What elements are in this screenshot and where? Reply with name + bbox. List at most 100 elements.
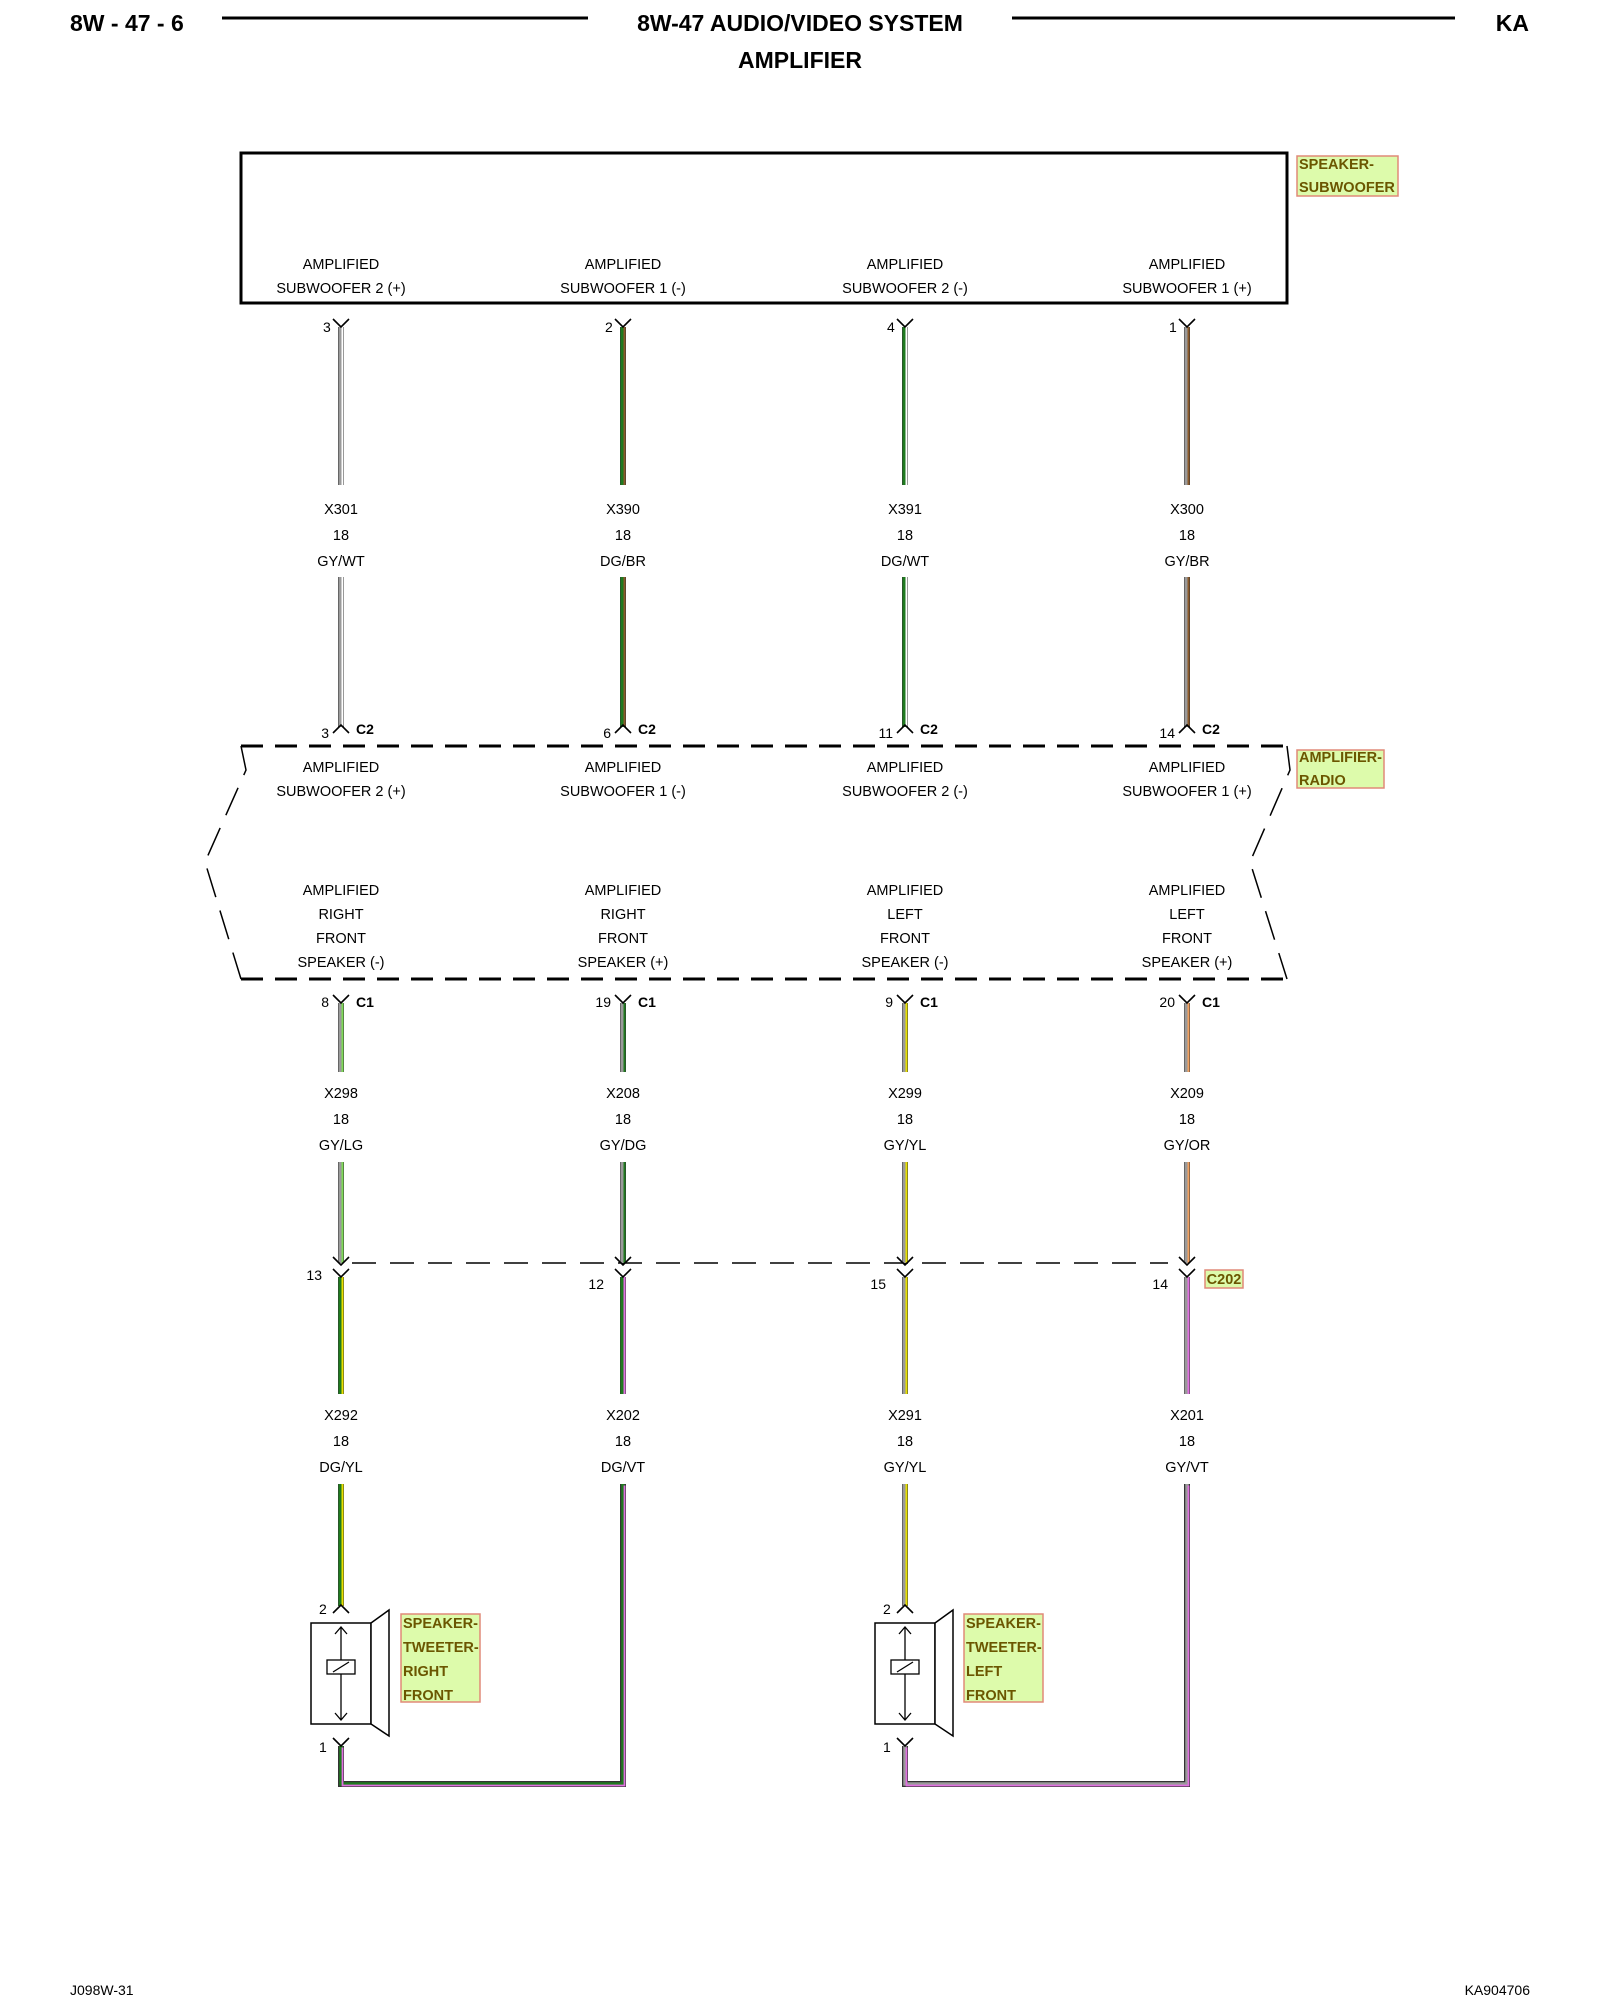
c202-terminal-a-3	[1178, 1256, 1196, 1267]
mid-wire-1-circuit: X208	[606, 1086, 640, 1102]
tweeter-left-tag-line2: TWEETER-	[966, 1640, 1042, 1656]
amp-c2-pin-1: 6	[603, 725, 611, 741]
subwoofer-label-1-line1: AMPLIFIED	[585, 257, 662, 273]
c202-terminal-b-2	[896, 1268, 914, 1279]
amp-bottom-label-1-line4: SPEAKER (+)	[578, 955, 669, 971]
tweeter-left-cone	[934, 1608, 954, 1738]
upper-wire-1-color: DG/BR	[600, 554, 646, 570]
lower-wire-0-circuit: X292	[324, 1408, 358, 1424]
tweeter-right-tag-line4: FRONT	[403, 1688, 453, 1704]
lower-wire-2-gauge: 18	[897, 1434, 913, 1450]
amp-c1-terminal-2	[896, 994, 914, 1005]
upper-wire-3-color: GY/BR	[1164, 554, 1209, 570]
amp-bottom-label-0-line4: SPEAKER (-)	[297, 955, 384, 971]
subwoofer-terminal-1	[614, 318, 632, 329]
subwoofer-pin-3: 1	[1169, 319, 1177, 335]
upper-wire-0-circuit: X301	[324, 502, 358, 518]
mid-wire-2-gauge: 18	[897, 1112, 913, 1128]
subwoofer-pin-0: 3	[323, 319, 331, 335]
amp-bottom-label-0-line3: FRONT	[316, 931, 366, 947]
tweeter-right-pin2-label: 2	[319, 1601, 327, 1617]
c202-terminal-a-2	[896, 1256, 914, 1267]
lower-wire-3-b-base	[903, 1484, 1189, 1786]
lower-wire-3-circuit: X201	[1170, 1408, 1204, 1424]
amp-c2-connector-1: C2	[638, 721, 656, 737]
mid-wire-0-color: GY/LG	[319, 1138, 363, 1154]
tweeter-right-tag: SPEAKER- TWEETER- RIGHT FRONT	[400, 1613, 481, 1704]
page-header: 8W - 47 - 6 8W-47 AUDIO/VIDEO SYSTEM KA …	[70, 10, 1529, 73]
amp-bottom-label-2-line2: LEFT	[887, 907, 923, 923]
footer-right-code: KA904706	[1465, 1982, 1531, 1998]
amp-top-label-1-line2: SUBWOOFER 1 (-)	[560, 784, 686, 800]
amp-c2-pin-2: 11	[878, 725, 893, 741]
lower-wire-1-gauge: 18	[615, 1434, 631, 1450]
subwoofer-label-3-line2: SUBWOOFER 1 (+)	[1122, 281, 1251, 297]
c202-terminal-a-0	[332, 1256, 350, 1267]
c202-terminal-a-1	[614, 1256, 632, 1267]
upper-wire-1-gauge: 18	[615, 528, 631, 544]
amp-c2-terminal-3	[1178, 723, 1196, 734]
amp-c2-connector-3: C2	[1202, 721, 1220, 737]
amp-bottom-label-1-line3: FRONT	[598, 931, 648, 947]
subwoofer-box	[239, 151, 1289, 305]
subwoofer-label-0-line2: SUBWOOFER 2 (+)	[276, 281, 405, 297]
upper-wire-2-gauge: 18	[897, 528, 913, 544]
amplifier-right-edge	[1249, 745, 1291, 980]
lower-wire-1-color: DG/VT	[601, 1460, 645, 1476]
amplifier-outline	[241, 744, 1287, 981]
amp-bottom-label-1-line1: AMPLIFIED	[585, 883, 662, 899]
subwoofer-terminal-0	[332, 318, 350, 329]
amplifier-left-edge	[204, 745, 247, 980]
mid-wire-1-gauge: 18	[615, 1112, 631, 1128]
subwoofer-pin-2: 4	[887, 319, 895, 335]
tweeter-left-arrow-bottom	[898, 1712, 912, 1721]
tweeter-left-pin1-terminal	[896, 1737, 914, 1748]
subwoofer-tag: SPEAKER- SUBWOOFER	[1296, 155, 1399, 197]
amp-bottom-label-3-line1: AMPLIFIED	[1149, 883, 1226, 899]
amp-top-label-2-line1: AMPLIFIED	[867, 760, 944, 776]
c202-connector-label: C202	[1207, 1272, 1242, 1288]
lower-wire-1-b-tracer	[341, 1485, 626, 1787]
c202-tag: C202	[1204, 1269, 1244, 1289]
upper-wire-3-gauge: 18	[1179, 528, 1195, 544]
amplifier-tag-line1: AMPLIFIER-	[1299, 750, 1382, 766]
amp-bottom-label-2-line3: FRONT	[880, 931, 930, 947]
upper-wire-3-circuit: X300	[1170, 502, 1204, 518]
tweeter-left-tag: SPEAKER- TWEETER- LEFT FRONT	[963, 1613, 1044, 1704]
amp-c1-connector-1: C1	[638, 994, 656, 1010]
amp-top-label-3-line2: SUBWOOFER 1 (+)	[1122, 784, 1251, 800]
amp-c1-pin-2: 9	[885, 994, 893, 1010]
vehicle-code: KA	[1496, 10, 1529, 36]
amp-c2-pin-3: 14	[1159, 725, 1175, 741]
amp-c1-terminal-0	[332, 994, 350, 1005]
upper-wire-0-color: GY/WT	[317, 554, 365, 570]
amp-c1-connector-0: C1	[356, 994, 374, 1010]
subwoofer-terminal-2	[896, 318, 914, 329]
lower-wire-1-b-base	[339, 1484, 625, 1786]
tweeter-left-symbol: 21	[874, 1601, 954, 1755]
tweeter-right-coil-slash	[332, 1661, 350, 1673]
amp-c2-connector-2: C2	[920, 721, 938, 737]
amp-bottom-label-2-line1: AMPLIFIED	[867, 883, 944, 899]
upper-wire-2-color: DG/WT	[881, 554, 929, 570]
amp-bottom-label-1-line2: RIGHT	[600, 907, 645, 923]
mid-wire-3-color: GY/OR	[1164, 1138, 1211, 1154]
amp-top-label-2-line2: SUBWOOFER 2 (-)	[842, 784, 968, 800]
lower-wire-2-circuit: X291	[888, 1408, 922, 1424]
amplifier-tag-bg	[1296, 749, 1385, 789]
tweeter-right-tag-line2: TWEETER-	[403, 1640, 479, 1656]
tweeter-left-arrow-top	[898, 1626, 912, 1635]
tweeter-left-tag-line3: LEFT	[966, 1664, 1002, 1680]
upper-wire-1-circuit: X390	[606, 502, 640, 518]
wire-layer	[338, 327, 1190, 1787]
lower-wire-3-color: GY/VT	[1165, 1460, 1209, 1476]
amp-c1-pin-3: 20	[1159, 994, 1175, 1010]
amp-c2-terminal-1	[614, 723, 632, 734]
tweeter-right-tag-bg	[400, 1613, 481, 1703]
tweeter-left-coil-slash	[896, 1661, 914, 1673]
amp-c1-terminal-1	[614, 994, 632, 1005]
amp-top-label-0-line1: AMPLIFIED	[303, 760, 380, 776]
lower-wire-0-color: DG/YL	[319, 1460, 363, 1476]
amp-bottom-label-3-line2: LEFT	[1169, 907, 1205, 923]
